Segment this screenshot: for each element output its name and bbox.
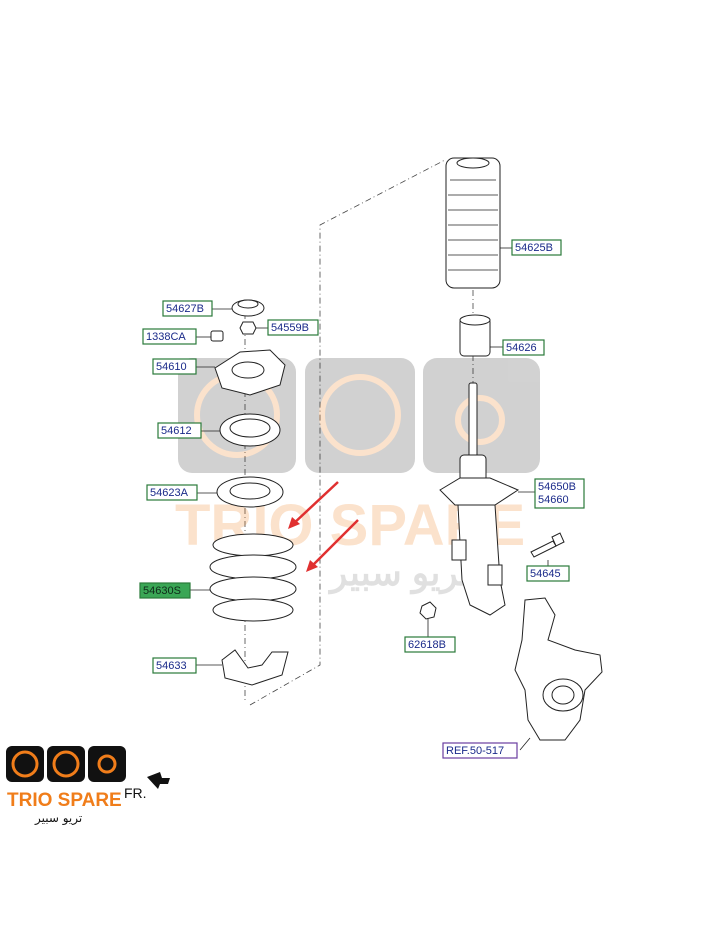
flange-nut bbox=[196, 330, 224, 342]
logo-arabic-text: تريو سبير bbox=[34, 811, 82, 826]
label-54559B: 54559B bbox=[271, 322, 309, 334]
strut-assembly bbox=[439, 382, 535, 616]
strut-mount bbox=[196, 349, 286, 396]
label-62618B: 62618B bbox=[408, 639, 446, 651]
spring-pad-lower bbox=[196, 649, 289, 686]
label-62618B-box[interactable] bbox=[404, 636, 456, 653]
bump-stopper bbox=[459, 314, 503, 357]
dust-boot bbox=[445, 157, 512, 289]
label-54623A: 54623A bbox=[150, 487, 189, 499]
spring-pad-upper bbox=[197, 476, 284, 508]
label-1338CA: 1338CA bbox=[146, 331, 186, 343]
label-54630S: 54630S bbox=[143, 585, 181, 597]
coil-spring bbox=[190, 533, 297, 622]
dust-cap bbox=[212, 299, 265, 317]
front-direction-indicator: FR. bbox=[124, 772, 170, 801]
label-54645: 54645 bbox=[530, 568, 561, 580]
label-54630S-box[interactable] bbox=[139, 582, 191, 599]
strut-bolt bbox=[530, 532, 565, 567]
label-54626-box[interactable] bbox=[502, 339, 545, 356]
label-54627B-box[interactable] bbox=[162, 300, 213, 317]
label-54559B-box[interactable] bbox=[267, 319, 319, 336]
label-1338CA-box[interactable] bbox=[142, 328, 197, 345]
label-54610: 54610 bbox=[156, 361, 187, 373]
label-54612: 54612 bbox=[161, 425, 192, 437]
label-54626: 54626 bbox=[506, 342, 537, 354]
logo-brand-text: TRIO SPARE bbox=[7, 790, 122, 811]
strut-bearing bbox=[201, 413, 281, 447]
label-54633: 54633 bbox=[156, 660, 187, 672]
lock-nut bbox=[239, 321, 268, 335]
label-54625B: 54625B bbox=[515, 242, 553, 254]
brand-logo: TRIO SPARE تريو سبير bbox=[6, 746, 126, 826]
label-ref-box[interactable] bbox=[442, 742, 518, 759]
watermark-arabic: تريو سبير bbox=[327, 552, 470, 595]
label-ref: REF.50-517 bbox=[446, 745, 504, 757]
strut-nut bbox=[419, 601, 437, 637]
highlight-arrows bbox=[288, 481, 359, 572]
label-54633-box[interactable] bbox=[152, 657, 197, 674]
arrow-left-icon bbox=[147, 772, 170, 789]
label-54623A-box[interactable] bbox=[146, 484, 198, 501]
label-54627B: 54627B bbox=[166, 303, 204, 315]
label-54660: 54660 bbox=[538, 494, 569, 506]
label-54610-box[interactable] bbox=[152, 358, 197, 375]
label-54650B: 54650B bbox=[538, 481, 576, 493]
label-54625B-box[interactable] bbox=[511, 239, 562, 256]
front-direction-label: FR. bbox=[124, 785, 147, 801]
label-54612-box[interactable] bbox=[157, 422, 202, 439]
steering-knuckle bbox=[514, 597, 603, 751]
label-54650B-54660-box[interactable] bbox=[534, 478, 585, 509]
label-54645-box[interactable] bbox=[526, 565, 570, 582]
